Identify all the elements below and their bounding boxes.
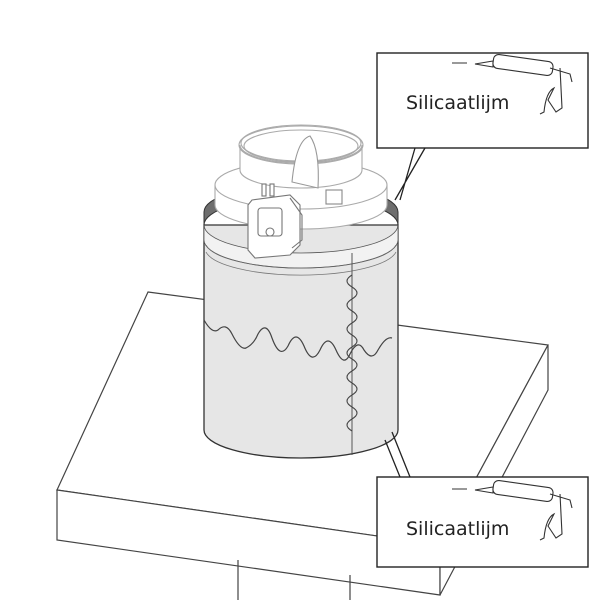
- callout-bottom-label: Silicaatlijm: [406, 518, 510, 540]
- caulk-gun-icon: [474, 479, 573, 541]
- callout-bottom: [376, 431, 589, 568]
- wire-vertical: [346, 274, 358, 432]
- callout-top: [376, 52, 589, 201]
- wire-horizontal: [203, 319, 393, 361]
- actuator-box: [247, 183, 303, 259]
- callout-top-label: Silicaatlijm: [406, 92, 510, 114]
- caulk-gun-icon: [474, 53, 573, 115]
- fire-sleeve: [203, 224, 399, 459]
